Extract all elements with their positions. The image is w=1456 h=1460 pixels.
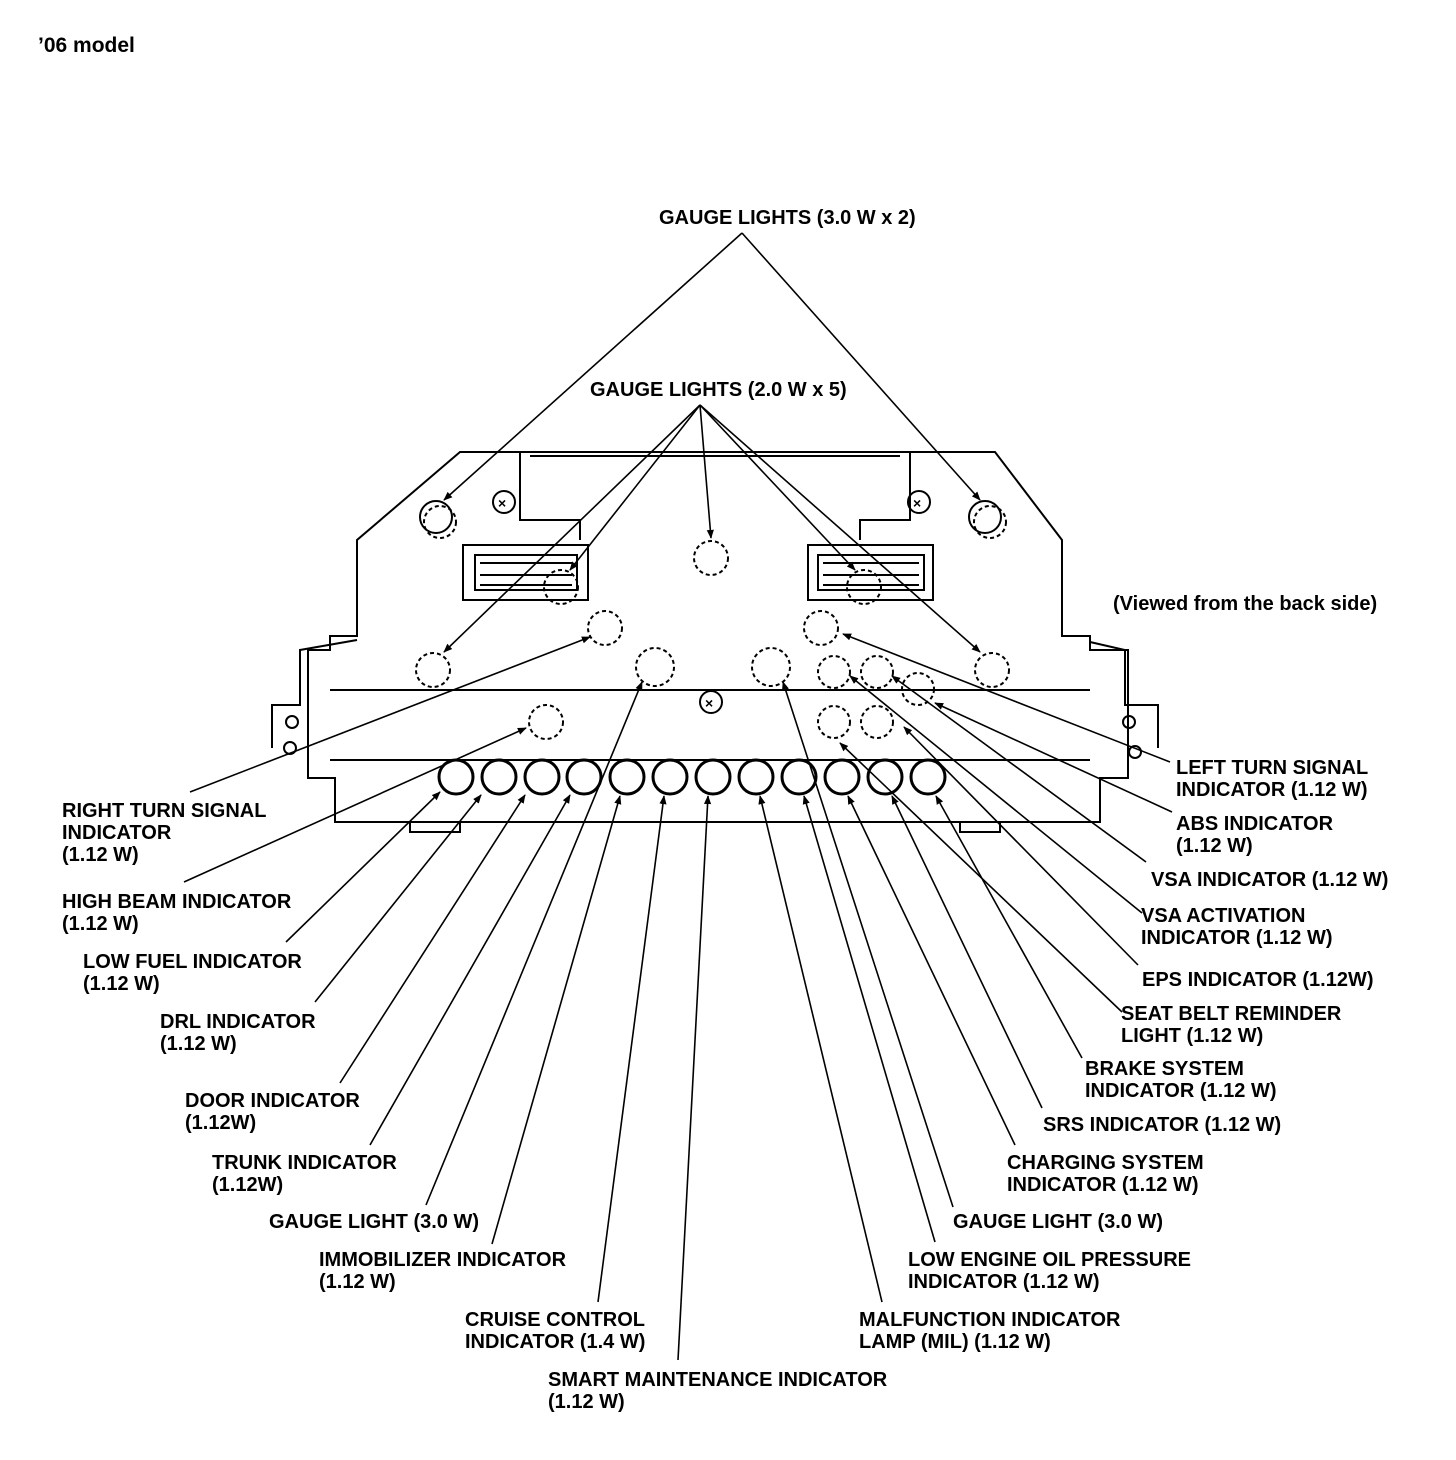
cluster-body: × × ×: [271, 451, 1159, 833]
label-seat-belt: SEAT BELT REMINDER LIGHT (1.12 W): [1121, 1003, 1342, 1047]
label-low-fuel: LOW FUEL INDICATOR (1.12 W): [83, 951, 302, 995]
svg-text:INDICATOR (1.12 W): INDICATOR (1.12 W): [1085, 1080, 1277, 1102]
svg-text:(1.12 W): (1.12 W): [62, 844, 139, 866]
screw-icon-left: ×: [498, 495, 506, 511]
svg-text:(1.12 W): (1.12 W): [160, 1033, 237, 1055]
svg-text:(1.12 W): (1.12 W): [62, 913, 139, 935]
svg-text:INDICATOR: INDICATOR: [62, 822, 172, 844]
svg-text:ABS INDICATOR: ABS INDICATOR: [1176, 813, 1334, 835]
diagram-title: ’06 model: [38, 34, 135, 57]
label-gauge-lights-top: GAUGE LIGHTS (3.0 W x 2): [659, 207, 916, 229]
svg-text:INDICATOR (1.12 W): INDICATOR (1.12 W): [1007, 1174, 1199, 1196]
screw-icon-right: ×: [913, 495, 921, 511]
svg-text:DRL INDICATOR: DRL INDICATOR: [160, 1011, 316, 1033]
svg-text:HIGH BEAM INDICATOR: HIGH BEAM INDICATOR: [62, 891, 292, 913]
svg-text:SEAT BELT REMINDER: SEAT BELT REMINDER: [1121, 1003, 1342, 1025]
svg-text:INDICATOR (1.12 W): INDICATOR (1.12 W): [1141, 927, 1333, 949]
indicator-bulb-row: [437, 758, 947, 796]
label-low-oil-pressure: LOW ENGINE OIL PRESSURE INDICATOR (1.12 …: [908, 1249, 1191, 1293]
label-cruise-control: CRUISE CONTROL INDICATOR (1.4 W): [465, 1309, 645, 1353]
label-charging-system: CHARGING SYSTEM INDICATOR (1.12 W): [1007, 1152, 1204, 1196]
label-smart-maintenance: SMART MAINTENANCE INDICATOR (1.12 W): [548, 1369, 888, 1413]
label-eps: EPS INDICATOR (1.12W): [1142, 969, 1374, 991]
svg-text:LOW FUEL INDICATOR: LOW FUEL INDICATOR: [83, 951, 302, 973]
svg-text:INDICATOR (1.4 W): INDICATOR (1.4 W): [465, 1331, 645, 1353]
svg-text:BRAKE SYSTEM: BRAKE SYSTEM: [1085, 1058, 1244, 1080]
svg-text:LIGHT (1.12 W): LIGHT (1.12 W): [1121, 1025, 1263, 1047]
svg-text:TRUNK INDICATOR: TRUNK INDICATOR: [212, 1152, 397, 1174]
label-drl: DRL INDICATOR (1.12 W): [160, 1011, 316, 1055]
svg-text:LEFT TURN SIGNAL: LEFT TURN SIGNAL: [1176, 757, 1368, 779]
screw-icon-center: ×: [705, 695, 713, 711]
svg-text:CRUISE CONTROL: CRUISE CONTROL: [465, 1309, 645, 1331]
label-vsa-activation: VSA ACTIVATION INDICATOR (1.12 W): [1141, 905, 1333, 949]
svg-text:(1.12 W): (1.12 W): [319, 1271, 396, 1293]
label-gauge-light-right: GAUGE LIGHT (3.0 W): [953, 1211, 1163, 1233]
svg-text:RIGHT TURN SIGNAL: RIGHT TURN SIGNAL: [62, 800, 266, 822]
svg-text:(1.12W): (1.12W): [212, 1174, 283, 1196]
svg-text:(1.12 W): (1.12 W): [1176, 835, 1253, 857]
svg-text:SMART MAINTENANCE INDICATOR: SMART MAINTENANCE INDICATOR: [548, 1369, 888, 1391]
label-abs: ABS INDICATOR (1.12 W): [1176, 813, 1334, 857]
svg-text:MALFUNCTION INDICATOR: MALFUNCTION INDICATOR: [859, 1309, 1121, 1331]
svg-text:INDICATOR (1.12 W): INDICATOR (1.12 W): [908, 1271, 1100, 1293]
view-note: (Viewed from the back side): [1113, 593, 1377, 615]
label-trunk: TRUNK INDICATOR (1.12W): [212, 1152, 397, 1196]
label-gauge-light-left: GAUGE LIGHT (3.0 W): [269, 1211, 479, 1233]
gauge-light-sockets: [415, 500, 1010, 740]
svg-text:INDICATOR (1.12 W): INDICATOR (1.12 W): [1176, 779, 1368, 801]
svg-text:DOOR INDICATOR: DOOR INDICATOR: [185, 1090, 360, 1112]
callout-labels: GAUGE LIGHTS (3.0 W x 2) GAUGE LIGHTS (2…: [62, 207, 1388, 1413]
label-right-turn: RIGHT TURN SIGNAL INDICATOR (1.12 W): [62, 800, 266, 866]
label-left-turn: LEFT TURN SIGNAL INDICATOR (1.12 W): [1176, 757, 1368, 801]
svg-text:(1.12 W): (1.12 W): [548, 1391, 625, 1413]
label-vsa: VSA INDICATOR (1.12 W): [1151, 869, 1388, 891]
label-gauge-lights-mid: GAUGE LIGHTS (2.0 W x 5): [590, 379, 847, 401]
svg-text:IMMOBILIZER INDICATOR: IMMOBILIZER INDICATOR: [319, 1249, 567, 1271]
svg-text:(1.12W): (1.12W): [185, 1112, 256, 1134]
label-brake-system: BRAKE SYSTEM INDICATOR (1.12 W): [1085, 1058, 1277, 1102]
svg-text:(1.12 W): (1.12 W): [83, 973, 160, 995]
svg-text:VSA ACTIVATION: VSA ACTIVATION: [1141, 905, 1305, 927]
leader-lines: [183, 232, 1173, 1361]
label-immobilizer: IMMOBILIZER INDICATOR (1.12 W): [319, 1249, 567, 1293]
label-high-beam: HIGH BEAM INDICATOR (1.12 W): [62, 891, 292, 935]
svg-text:LOW ENGINE OIL PRESSURE: LOW ENGINE OIL PRESSURE: [908, 1249, 1191, 1271]
svg-text:CHARGING SYSTEM: CHARGING SYSTEM: [1007, 1152, 1204, 1174]
label-srs: SRS INDICATOR (1.12 W): [1043, 1114, 1281, 1136]
connector-left: [462, 544, 589, 601]
label-mil: MALFUNCTION INDICATOR LAMP (MIL) (1.12 W…: [859, 1309, 1121, 1353]
connector-right: [807, 544, 934, 601]
svg-text:LAMP (MIL) (1.12 W): LAMP (MIL) (1.12 W): [859, 1331, 1051, 1353]
label-door: DOOR INDICATOR (1.12W): [185, 1090, 360, 1134]
